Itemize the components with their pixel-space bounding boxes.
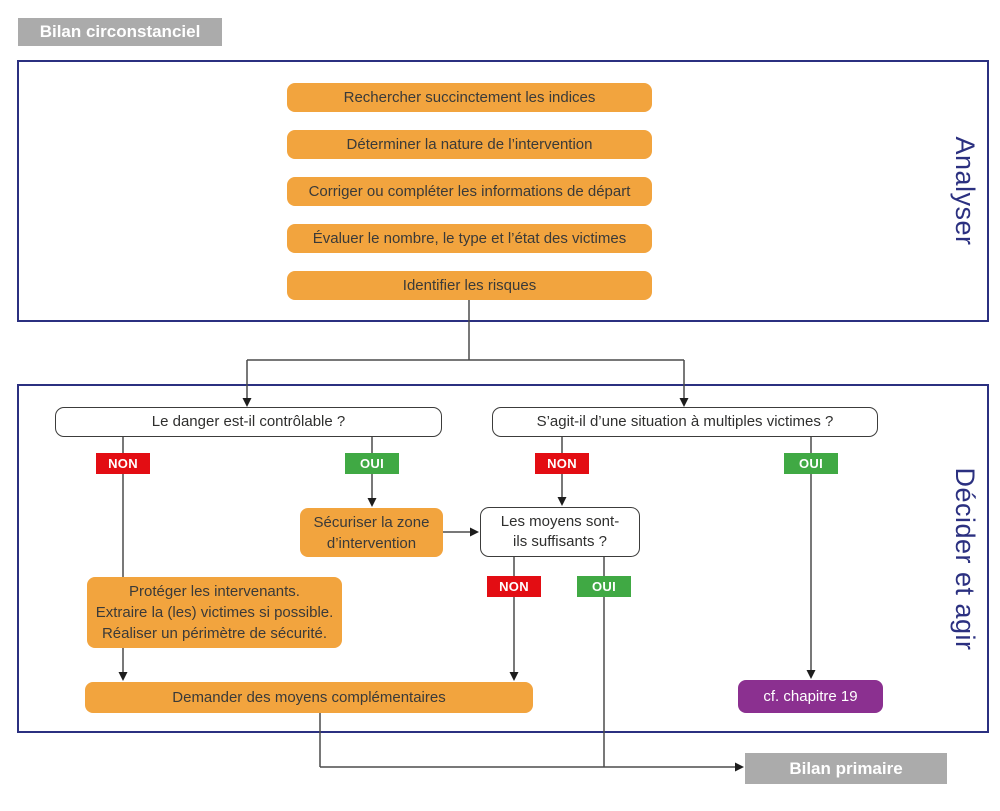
- proteger-line-2: Extraire la (les) victimes si possible.: [95, 604, 334, 621]
- section-decider: Décider et agir: [17, 384, 989, 733]
- chapitre-19-box: cf. chapitre 19: [738, 680, 883, 713]
- title-badge: Bilan circonstanciel: [18, 18, 222, 46]
- question-moyens: Les moyens sont-ils suffisants ?: [480, 507, 640, 557]
- proteger-line-3: Réaliser un périmètre de sécurité.: [101, 625, 328, 642]
- question-danger: Le danger est-il contrôlable ?: [55, 407, 442, 437]
- badge-oui-multiples: OUI: [784, 453, 838, 474]
- badge-non-multiples: NON: [535, 453, 589, 474]
- analyser-label: Analyser: [950, 136, 980, 246]
- step-evaluer: Évaluer le nombre, le type et l’état des…: [287, 224, 652, 253]
- action-demander: Demander des moyens complémentaires: [85, 682, 533, 713]
- badge-oui-danger: OUI: [345, 453, 399, 474]
- badge-oui-moyens: OUI: [577, 576, 631, 597]
- badge-non-danger: NON: [96, 453, 150, 474]
- step-corriger: Corriger ou compléter les informations d…: [287, 177, 652, 206]
- badge-non-moyens: NON: [487, 576, 541, 597]
- bilan-primaire-badge: Bilan primaire: [745, 753, 947, 784]
- proteger-line-1: Protéger les intervenants.: [129, 583, 300, 600]
- action-proteger: Protéger les intervenants. Extraire la (…: [87, 577, 342, 648]
- decider-label: Décider et agir: [950, 466, 980, 651]
- action-securiser: Sécuriser la zone d’intervention: [300, 508, 443, 557]
- step-identifier: Identifier les risques: [287, 271, 652, 300]
- step-rechercher: Rechercher succinctement les indices: [287, 83, 652, 112]
- step-determiner: Déterminer la nature de l’intervention: [287, 130, 652, 159]
- question-multiples: S’agit-il d’une situation à multiples vi…: [492, 407, 878, 437]
